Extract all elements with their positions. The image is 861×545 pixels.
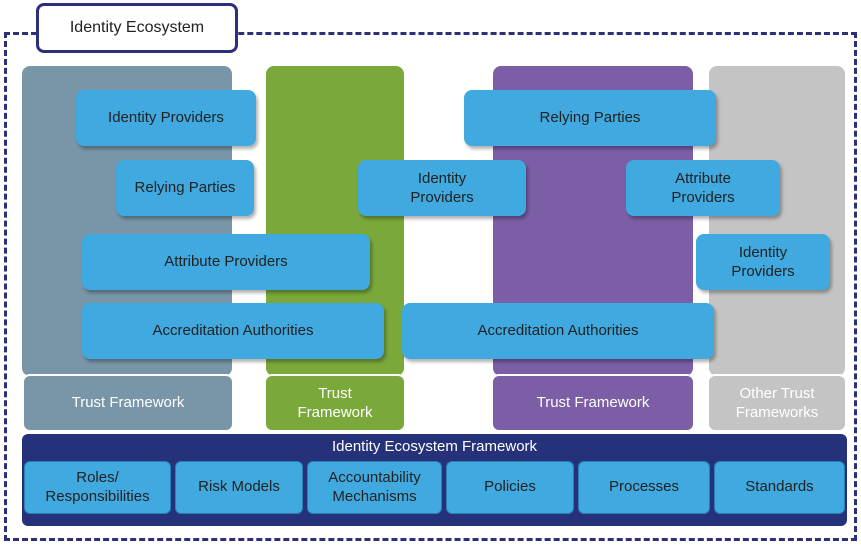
framework-roles-responsibilities: Roles/ Responsibilities [24, 461, 171, 514]
identity-ecosystem-label: Identity Ecosystem [36, 3, 238, 53]
other-trust-column [709, 66, 845, 376]
steel-relying-parties: Relying Parties [116, 160, 254, 216]
other-identity-providers: Identity Providers [696, 234, 830, 290]
green-identity-providers: Identity Providers [358, 160, 526, 216]
purple-attribute-providers: Attribute Providers [626, 160, 780, 216]
purple-trust-framework: Trust Framework [491, 374, 695, 432]
purple-accreditation-authorities: Accreditation Authorities [402, 303, 714, 359]
green-trust-framework: Trust Framework [264, 374, 406, 432]
identity-ecosystem-framework-title: Identity Ecosystem Framework [331, 438, 538, 455]
framework-policies: Policies [446, 461, 574, 514]
identity-ecosystem-boundary [4, 32, 857, 541]
framework-accountability-mechanisms: Accountability Mechanisms [307, 461, 442, 514]
steel-accreditation-authorities: Accreditation Authorities [82, 303, 384, 359]
steel-attribute-providers: Attribute Providers [82, 234, 370, 290]
purple-relying-parties: Relying Parties [464, 90, 716, 146]
steel-identity-providers: Identity Providers [76, 90, 256, 146]
framework-risk-models: Risk Models [175, 461, 303, 514]
other-trust-frameworks: Other Trust Frameworks [707, 374, 847, 432]
framework-standards: Standards [714, 461, 845, 514]
framework-processes: Processes [578, 461, 710, 514]
steel-trust-framework: Trust Framework [22, 374, 234, 432]
